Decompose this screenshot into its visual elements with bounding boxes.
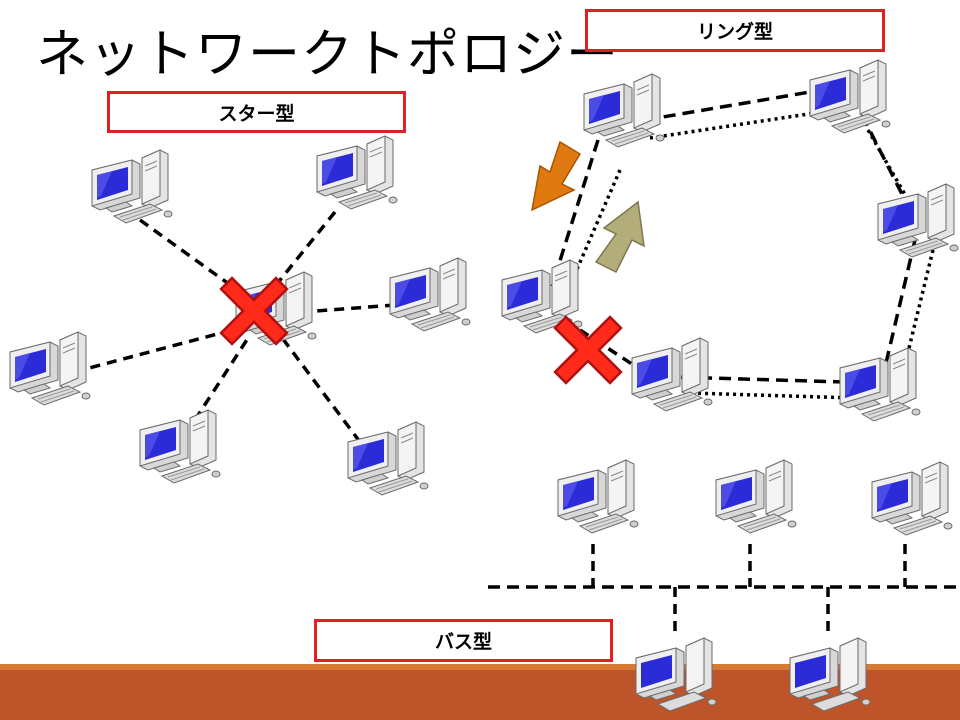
computer-icon	[715, 459, 797, 534]
star-topology-label: スター型	[107, 91, 406, 133]
ring-topology-label: リング型	[585, 9, 885, 52]
computer-icon	[347, 421, 429, 496]
footer-accent-line	[0, 664, 960, 670]
star-topology-label-text: スター型	[218, 102, 295, 125]
star-link-5	[193, 334, 252, 421]
slide-title: ネットワークトポロジー	[36, 25, 620, 85]
ring-topology	[501, 59, 959, 422]
computer-icon	[631, 337, 713, 412]
computer-icon	[871, 461, 953, 536]
direction-arrow-icon	[531, 140, 582, 212]
ring-topology-label-text: リング型	[696, 21, 773, 43]
computer-icon	[809, 59, 891, 134]
computer-icon	[877, 183, 959, 258]
footer-bar	[0, 664, 960, 720]
star-link-4	[73, 326, 241, 374]
bus-topology-label: バス型	[314, 619, 613, 662]
star-link-6	[278, 333, 362, 444]
star-topology	[9, 135, 471, 496]
computer-icon	[557, 459, 639, 534]
bus-topology	[488, 459, 960, 636]
computer-icon	[839, 347, 921, 422]
computer-icon	[9, 331, 91, 406]
computer-icon	[91, 149, 173, 224]
star-link-1	[138, 218, 242, 294]
computer-icon	[389, 257, 471, 332]
direction-arrow-icon	[594, 200, 645, 274]
computer-icon	[316, 135, 398, 210]
computer-icon	[139, 409, 221, 484]
bus-topology-label-text: バス型	[434, 631, 492, 653]
